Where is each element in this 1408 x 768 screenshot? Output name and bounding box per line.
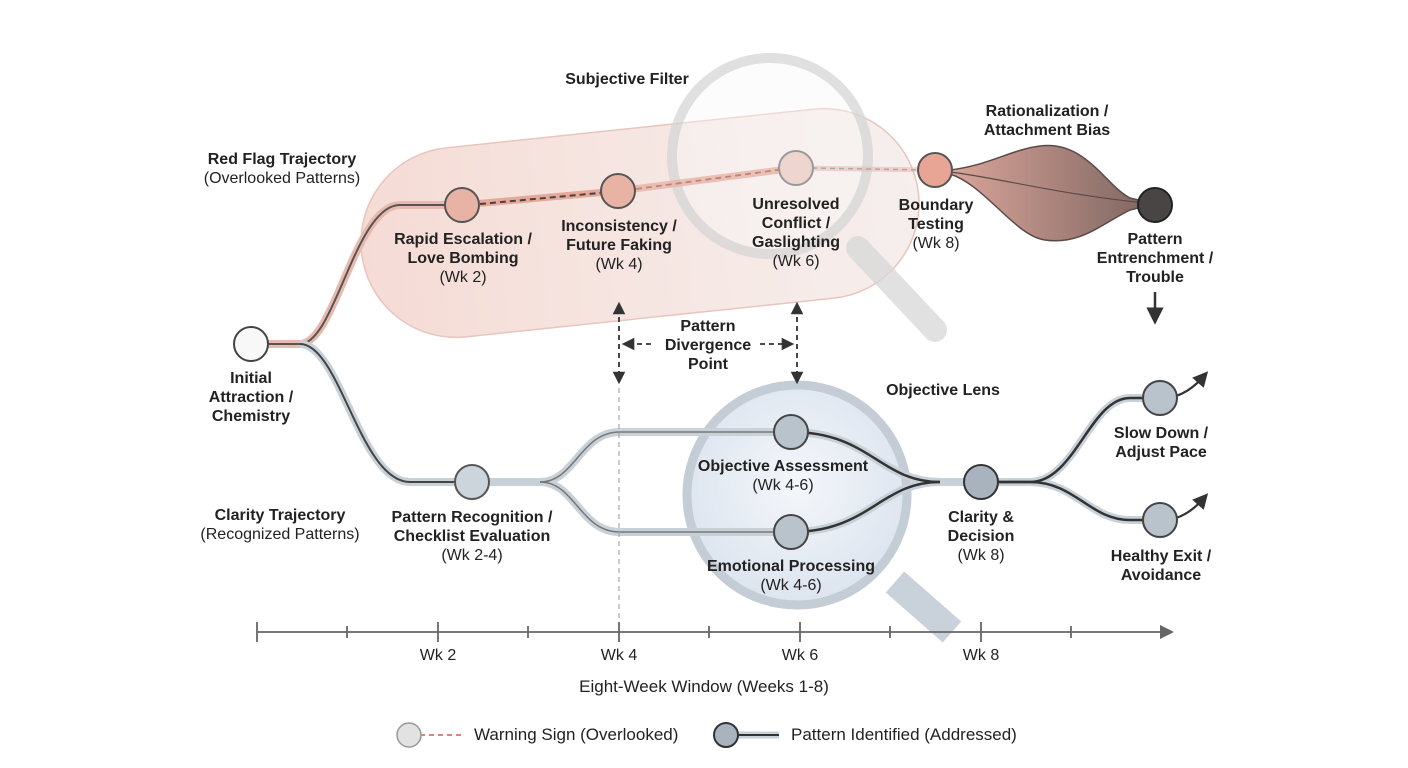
entrenchment-label: Pattern Entrenchment / Trouble — [1096, 231, 1214, 286]
node-unresolved — [778, 150, 814, 186]
rapid-label: Rapid Escalation / Love Bombing (Wk 2) — [394, 231, 532, 286]
clarity-label: Clarity & Decision (Wk 8) — [947, 509, 1015, 564]
tick-wk6: Wk 6 — [781, 647, 819, 664]
recognition-label: Pattern Recognition / Checklist Evaluati… — [391, 509, 553, 564]
slowdown-arrow — [1175, 371, 1209, 398]
node-assessment — [773, 414, 809, 450]
exit-label: Healthy Exit / Avoidance — [1110, 548, 1212, 584]
unresolved-label: Unresolved Conflict / Gaslighting (Wk 6) — [752, 196, 840, 270]
tick-wk4: Wk 4 — [600, 647, 638, 664]
rationalization-bulge — [949, 144, 1156, 242]
inconsistency-label: Inconsistency / Future Faking (Wk 4) — [561, 218, 677, 273]
initial-label: Initial Attraction / Chemistry — [208, 370, 294, 425]
legend-identified-text: Pattern Identified (Addressed) — [791, 725, 1017, 744]
divergence-label: Pattern Divergence Point — [664, 318, 752, 373]
slowdown-label: Slow Down / Adjust Pace — [1113, 425, 1209, 461]
identified-legend-icon — [713, 722, 779, 748]
node-entrenchment — [1137, 187, 1173, 223]
node-clarity — [963, 464, 999, 500]
node-initial — [233, 326, 269, 362]
node-inconsistency — [600, 173, 636, 209]
timeline-axis — [256, 622, 1174, 642]
legend-warning: Warning Sign (Overlooked) — [396, 720, 678, 750]
node-emotional — [773, 514, 809, 550]
objective-lens-label: Objective Lens — [886, 382, 1000, 399]
red-trajectory-label: Red Flag Trajectory (Overlooked Patterns… — [203, 151, 361, 187]
node-slowdown — [1142, 380, 1178, 416]
subjective-filter-label: Subjective Filter — [565, 71, 689, 88]
legend-identified: Pattern Identified (Addressed) — [713, 720, 1017, 750]
clarity-trajectory-label: Clarity Trajectory (Recognized Patterns) — [200, 507, 360, 543]
node-recognition — [454, 464, 490, 500]
subjective-magnifier — [667, 53, 947, 342]
warning-legend-icon — [396, 722, 462, 748]
tick-wk2: Wk 2 — [419, 647, 457, 664]
node-exit — [1142, 502, 1178, 538]
divergence-arrows — [612, 301, 804, 385]
rationalization-label: Rationalization / Attachment Bias — [983, 103, 1111, 139]
assessment-label: Objective Assessment (Wk 4-6) — [697, 458, 869, 494]
node-boundary — [917, 152, 953, 188]
legend-warning-text: Warning Sign (Overlooked) — [474, 725, 679, 744]
boundary-label: Boundary Testing (Wk 8) — [898, 197, 974, 252]
tick-wk8: Wk 8 — [962, 647, 1000, 664]
objective-magnifier — [682, 380, 962, 643]
emotional-label: Emotional Processing (Wk 4-6) — [706, 558, 876, 594]
node-rapid — [444, 187, 480, 223]
axis-label: Eight-Week Window (Weeks 1-8) — [579, 677, 829, 696]
exit-arrow — [1175, 493, 1209, 520]
